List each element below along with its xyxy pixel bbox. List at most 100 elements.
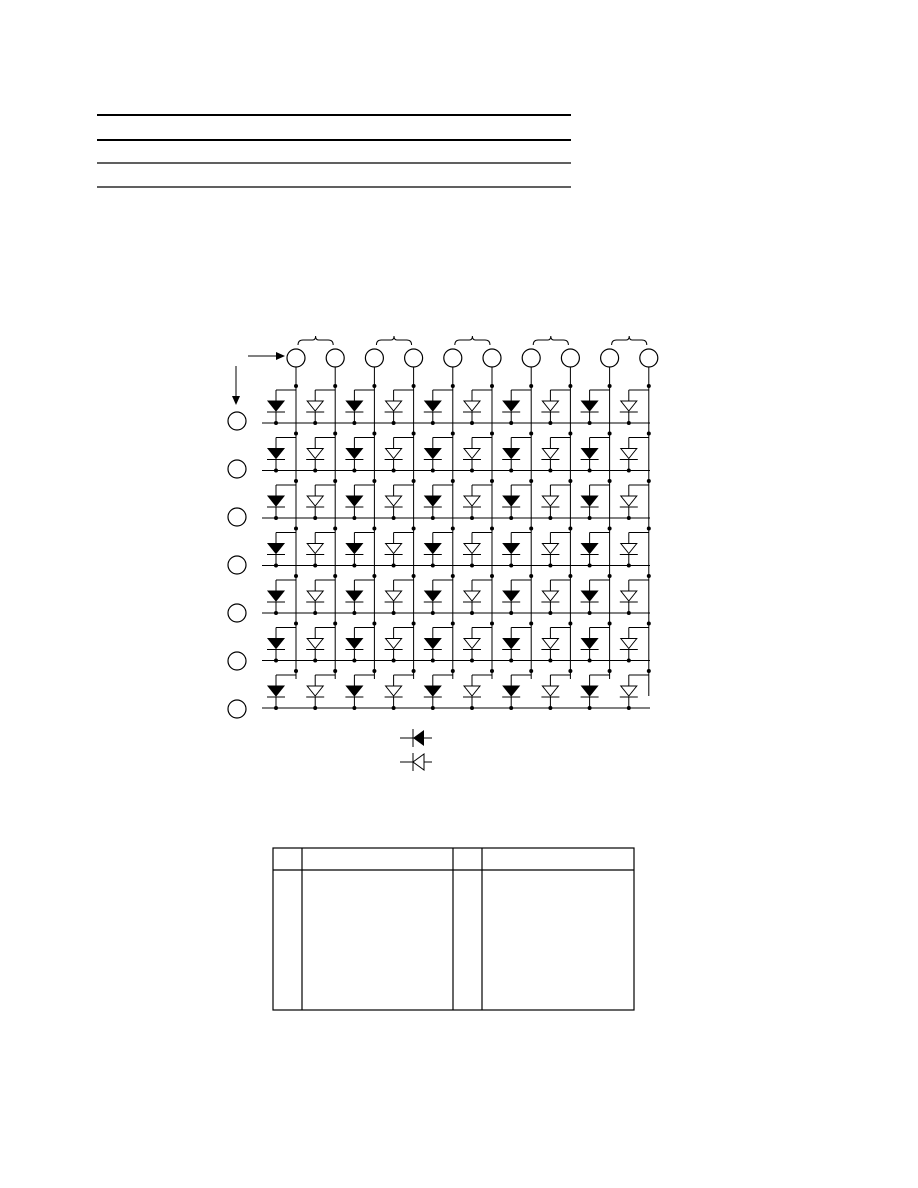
junction-dot — [333, 669, 338, 673]
junction-dot — [391, 706, 396, 710]
diode-triangle-open — [384, 638, 403, 650]
diode-triangle-filled — [580, 448, 599, 460]
row-arrow-head — [232, 396, 240, 405]
diode-triangle-filled — [423, 495, 442, 507]
junction-dot — [333, 574, 338, 578]
junction-dot — [548, 421, 553, 425]
junction-dot — [626, 658, 631, 663]
row-terminal-7 — [227, 699, 247, 719]
junction-dot — [313, 421, 318, 425]
junction-dot — [391, 658, 396, 663]
junction-dot — [294, 574, 298, 578]
open-diode — [462, 590, 482, 603]
column-terminal-7 — [521, 348, 541, 368]
diode-triangle-open — [306, 448, 325, 460]
filled-diode — [423, 543, 442, 555]
junction-dot — [352, 611, 357, 615]
column-terminal-1 — [286, 348, 306, 368]
junction-dot — [568, 574, 573, 578]
filled-diode-icon — [400, 729, 432, 747]
diode-triangle-open — [384, 543, 403, 555]
junction-dot — [490, 526, 494, 531]
open-diode — [541, 590, 560, 603]
junction-dot — [333, 384, 338, 388]
filled-diode — [345, 543, 364, 555]
row-terminal-1 — [227, 411, 247, 431]
filled-diode — [423, 590, 442, 603]
diode-triangle-filled — [266, 543, 286, 555]
junction-dot — [352, 658, 357, 663]
junction-dot — [587, 706, 592, 710]
junction-dot — [490, 431, 494, 436]
junction-dot — [607, 574, 612, 578]
diode-triangle-filled — [502, 543, 521, 555]
junction-dot — [372, 669, 377, 673]
filled-diode — [580, 495, 599, 508]
open-diode — [306, 495, 325, 508]
column-pair-brace — [454, 335, 491, 346]
diode-triangle-open — [541, 590, 560, 602]
junction-dot — [509, 468, 514, 473]
junction-dot — [587, 516, 592, 520]
diode-triangle-open — [306, 685, 325, 697]
filled-diode — [580, 638, 599, 650]
junction-dot — [490, 574, 494, 578]
junction-dot — [509, 658, 514, 663]
junction-dot — [274, 611, 278, 615]
junction-dot — [294, 526, 298, 531]
open-diode — [384, 685, 403, 698]
junction-dot — [470, 706, 474, 710]
filled-diode — [423, 448, 442, 460]
column-pair-brace — [375, 335, 413, 346]
open-diode — [306, 685, 325, 698]
diode-triangle-filled — [266, 638, 286, 650]
filled-diode — [266, 400, 286, 413]
filled-diode — [266, 685, 286, 698]
column-terminal-5 — [443, 348, 463, 368]
filled-diode — [266, 590, 286, 603]
column-pair-brace — [297, 335, 334, 346]
junction-dot — [450, 526, 455, 531]
junction-dot — [470, 516, 474, 520]
junction-dot — [372, 431, 377, 436]
junction-dot — [274, 706, 278, 710]
diode-triangle-open — [619, 495, 638, 507]
diode-triangle-filled — [502, 590, 521, 602]
junction-dot — [529, 574, 534, 578]
diode-triangle-open — [619, 400, 638, 412]
open-diode — [462, 638, 482, 650]
junction-dot — [626, 563, 631, 568]
open-diode — [619, 543, 638, 555]
junction-dot — [646, 621, 651, 626]
junction-dot — [450, 669, 455, 673]
diode-triangle-open — [462, 590, 482, 602]
open-diode — [384, 590, 403, 603]
filled-diode — [345, 495, 364, 508]
junction-dot — [509, 611, 514, 615]
column-terminal-8 — [560, 348, 581, 368]
filled-diode — [345, 638, 364, 650]
diode-triangle-open — [384, 685, 403, 697]
diode-triangle-filled — [423, 685, 442, 697]
filled-diode — [580, 685, 599, 698]
junction-dot — [509, 706, 514, 710]
diode-triangle-open — [541, 448, 560, 460]
open-diode — [619, 685, 638, 698]
open-diode — [306, 400, 325, 413]
junction-dot — [450, 621, 455, 626]
junction-dot — [587, 468, 592, 473]
junction-dot — [529, 479, 534, 483]
open-diode — [541, 400, 560, 413]
filled-diode — [345, 400, 364, 413]
junction-dot — [548, 611, 553, 615]
diode-triangle-open — [462, 448, 482, 460]
junction-dot — [529, 669, 534, 673]
diode-triangle-filled — [580, 400, 599, 412]
filled-diode — [423, 400, 442, 413]
junction-dot — [450, 384, 455, 388]
junction-dot — [352, 468, 357, 473]
junction-dot — [313, 658, 318, 663]
junction-dot — [333, 526, 338, 531]
diode-triangle-open — [541, 685, 560, 697]
open-diode — [306, 590, 325, 603]
